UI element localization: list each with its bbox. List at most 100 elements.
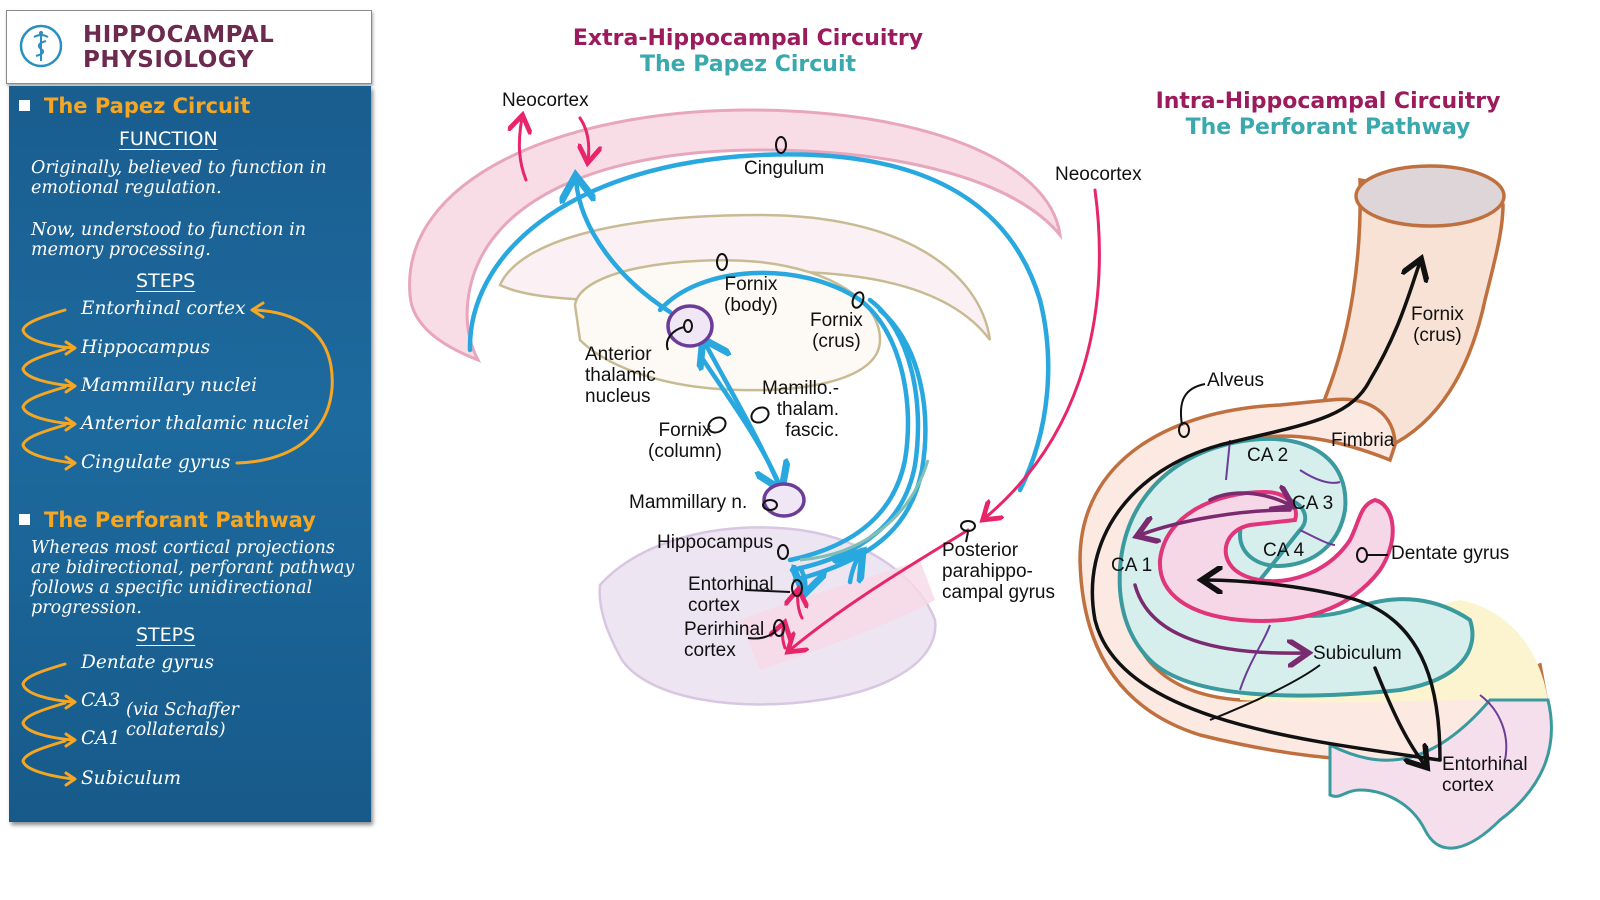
neocortex-in-arrow — [580, 116, 589, 160]
label-perirhinal: Perirhinal cortex — [684, 619, 764, 661]
neocortex-right-arrow — [985, 188, 1101, 518]
papez-diagram-title: Extra-Hippocampal Circuitry — [572, 26, 924, 51]
label-neocortex-right: Neocortex — [1055, 164, 1142, 185]
perforant-text: Whereas most cortical projections are bi… — [31, 538, 355, 618]
label-entorhinal-perforant: Entorhinal cortex — [1442, 754, 1528, 796]
ca-fields-shape — [1117, 436, 1475, 698]
label-cingulum: Cingulum — [744, 158, 825, 179]
function-text-1: Originally, believed to function in emot… — [31, 158, 327, 198]
sidebar-panel: The Papez Circuit FUNCTION Originally, b… — [9, 86, 371, 822]
label-ca1: CA 1 — [1111, 555, 1153, 576]
label-fornix-column-line-2: (column) — [648, 441, 722, 462]
anterior-thalamic-nucleus-shape — [666, 304, 714, 348]
schaffer-arrow — [1140, 508, 1292, 535]
title-line-2: PHYSIOLOGY — [83, 47, 254, 73]
label-ca3: CA 3 — [1292, 493, 1334, 514]
perforant-steps-label: STEPS — [136, 624, 196, 646]
papez-zigzag-arrow — [21, 308, 75, 350]
sidebar-arrows — [21, 301, 334, 787]
papez-step-1: Entorhinal cortex — [81, 298, 246, 319]
perforant-step-2: CA3 — [81, 690, 121, 711]
perforant-input-arrow — [1205, 580, 1442, 762]
label-fornix-crus-line-1: Fornix — [810, 310, 863, 331]
ca1-to-subiculum-arrow — [1133, 583, 1305, 653]
label-posterior-parahippocampal-line-3: campal gyrus — [942, 582, 1055, 603]
perforant-heading: The Perforant Pathway — [19, 508, 316, 532]
label-posterior-parahippocampal-line-2: parahippo- — [942, 561, 1033, 582]
label-mammillary: Mammillary n. — [629, 492, 748, 513]
neocortex-out-arrow — [519, 118, 526, 182]
label-fornix-crus-right-line-2: (crus) — [1413, 325, 1462, 346]
label-fornix-body-line-2: (body) — [724, 295, 778, 316]
mammillary-nucleus-shape — [762, 482, 806, 518]
papez-step-3: Mammillary nuclei — [81, 375, 257, 396]
schaffer-note-line-1: (via Schaffer — [126, 700, 239, 720]
function-text-2: Now, understood to function in memory pr… — [31, 220, 307, 260]
papez-step-2: Hippocampus — [81, 337, 211, 358]
papez-heading-text: The Papez Circuit — [44, 94, 251, 118]
header-card: HIPPOCAMPAL PHYSIOLOGY — [6, 10, 372, 84]
subiculum-to-entorhinal-arrow — [1373, 666, 1425, 765]
papez-step-4: Anterior thalamic nuclei — [81, 413, 310, 434]
perforant-zigzag-arrow — [21, 662, 75, 704]
label-fimbria: Fimbria — [1331, 430, 1395, 451]
caduceus-logo-icon — [19, 24, 63, 68]
label-alveus: Alveus — [1207, 370, 1265, 391]
label-entorhinal-papez: Entorhinal cortex — [688, 574, 774, 616]
label-mamillothalamic-line-1: Mamillo.- — [762, 378, 840, 399]
alveus-output-arrow — [1090, 262, 1442, 762]
label-mamillothalamic: Mamillo.- thalam. fascic. — [762, 378, 839, 441]
label-dentate-gyrus: Dentate gyrus — [1391, 543, 1510, 564]
label-fornix-column: Fornix (column) — [648, 420, 722, 462]
label-entorhinal-papez-line-2: cortex — [688, 595, 740, 616]
label-neocortex-left: Neocortex — [502, 90, 589, 111]
schaffer-note: (via Schaffer collaterals) — [126, 700, 239, 740]
label-anterior-thalamic-line-2: thalamic — [585, 365, 656, 386]
label-fornix-crus-right-line-1: Fornix — [1411, 304, 1464, 325]
schaffer-note-line-2: collaterals) — [126, 720, 226, 740]
label-hippocampus: Hippocampus — [657, 532, 774, 553]
perforant-diagram-title: Intra-Hippocampal Circuitry — [1155, 89, 1501, 114]
ant-thalamic-to-cingulum-path — [576, 180, 673, 315]
label-perirhinal-line-1: Perirhinal — [684, 619, 765, 640]
label-perirhinal-line-2: cortex — [684, 640, 736, 661]
bullet-square-icon — [19, 514, 30, 525]
perforant-heading-text: The Perforant Pathway — [44, 508, 316, 532]
label-subiculum: Subiculum — [1313, 643, 1402, 664]
label-entorhinal-papez-line-1: Entorhinal — [688, 574, 774, 595]
mossy-fiber-arrow — [1208, 493, 1290, 505]
papez-loop-arrow — [235, 308, 334, 465]
page-title: HIPPOCAMPAL PHYSIOLOGY — [83, 23, 274, 73]
label-posterior-parahippocampal: Posterior parahippo- campal gyrus — [942, 540, 1055, 603]
cingulum-pathway — [467, 152, 1051, 493]
label-entorhinal-perforant-line-1: Entorhinal — [1442, 754, 1528, 775]
function-label: FUNCTION — [119, 128, 218, 150]
papez-diagram-subtitle: The Papez Circuit — [639, 52, 857, 77]
papez-heading: The Papez Circuit — [19, 94, 250, 118]
label-fornix-crus: Fornix (crus) — [810, 310, 863, 352]
label-anterior-thalamic-line-3: nucleus — [585, 386, 651, 407]
alveus-shape — [1078, 397, 1552, 763]
papez-step-5: Cingulate gyrus — [81, 452, 231, 473]
label-mamillothalamic-line-2: thalam. — [776, 399, 840, 420]
label-posterior-parahippocampal-line-1: Posterior — [942, 540, 1019, 561]
label-fornix-crus-line-2: (crus) — [812, 331, 861, 352]
hippocampus-entry-path — [850, 555, 860, 585]
fornix-tube-opening — [1354, 164, 1506, 228]
cingulate-gyrus-shape — [408, 108, 1063, 363]
label-anterior-thalamic-line-1: Anterior — [585, 344, 652, 365]
papez-steps-label: STEPS — [136, 270, 196, 292]
label-ca2: CA 2 — [1247, 445, 1289, 466]
title-line-1: HIPPOCAMPAL — [83, 22, 275, 48]
label-fornix-crus-right: Fornix (crus) — [1411, 304, 1464, 346]
label-entorhinal-perforant-line-2: cortex — [1442, 775, 1494, 796]
perforant-step-3: CA1 — [81, 728, 121, 749]
label-fornix-body: Fornix (body) — [724, 274, 778, 316]
perforant-diagram-subtitle: The Perforant Pathway — [1185, 115, 1471, 140]
label-anterior-thalamic: Anterior thalamic nucleus — [585, 344, 656, 407]
perforant-step-4: Subiculum — [81, 768, 181, 789]
bullet-square-icon — [19, 100, 30, 111]
perforant-step-1: Dentate gyrus — [81, 652, 214, 673]
label-fornix-body-line-1: Fornix — [724, 274, 778, 295]
label-mamillothalamic-line-3: fascic. — [785, 420, 840, 441]
